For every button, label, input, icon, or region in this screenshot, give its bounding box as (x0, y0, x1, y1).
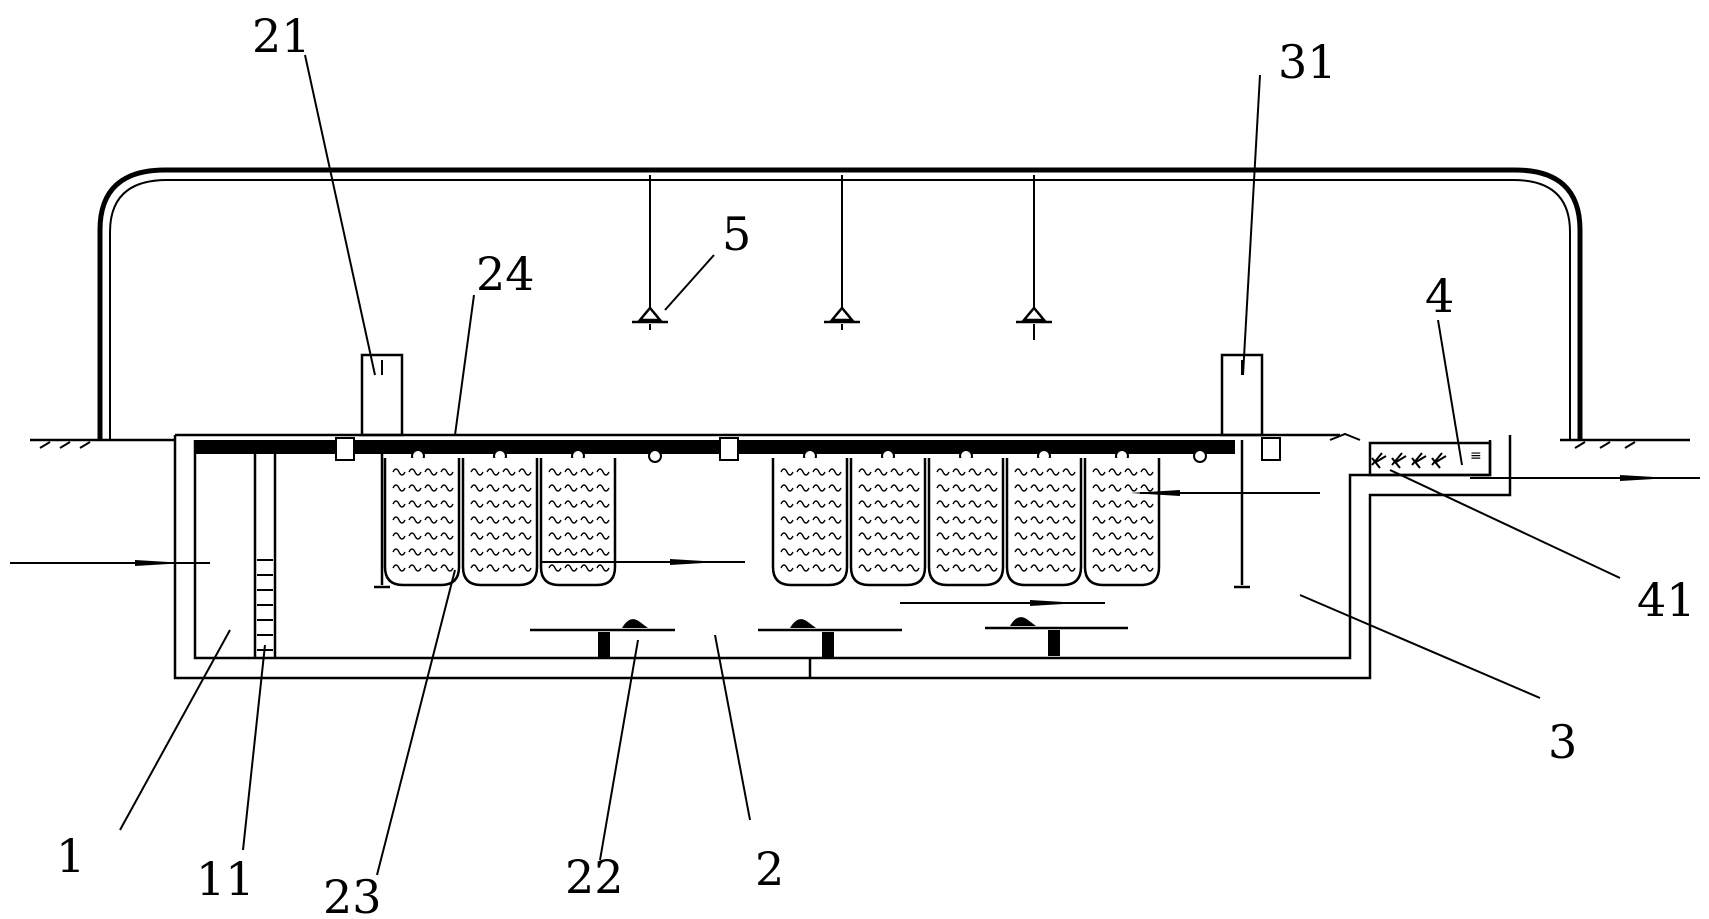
aerator (530, 619, 675, 658)
inlet-tower (360, 353, 404, 589)
label-4: 4 (1425, 269, 1454, 323)
sprinkler (632, 175, 668, 330)
leader-lines (119, 54, 1621, 876)
sprinkler (1016, 175, 1052, 340)
media-texture (1014, 468, 1076, 572)
aerators (530, 617, 1128, 658)
media-bags (383, 449, 1207, 587)
canopy-roof (97, 167, 1583, 440)
label-3: 3 (1548, 715, 1577, 769)
media-texture (936, 468, 998, 572)
screen-grating (257, 559, 273, 651)
media-texture (392, 468, 454, 572)
aerator (985, 617, 1128, 656)
label-5: 5 (722, 207, 751, 261)
cover-plate (195, 437, 1281, 461)
outlet-trough: ≡ (1368, 441, 1492, 477)
label-22: 22 (565, 850, 624, 904)
labels: 1 11 23 22 2 3 41 4 31 21 24 5 (56, 9, 1696, 919)
media-texture (1092, 468, 1154, 572)
label-23: 23 (323, 870, 382, 919)
flow-arrows (10, 432, 1700, 606)
outlet-tower (1220, 353, 1264, 589)
label-2: 2 (755, 842, 784, 896)
sprinkler (824, 175, 860, 330)
label-31: 31 (1278, 35, 1337, 89)
media-texture (780, 468, 842, 572)
label-11: 11 (196, 852, 255, 906)
label-24: 24 (476, 247, 535, 301)
aerator (758, 619, 902, 658)
media-texture (858, 468, 920, 572)
label-41: 41 (1637, 573, 1696, 627)
label-1: 1 (56, 829, 85, 883)
label-21: 21 (252, 9, 311, 63)
sprinklers (632, 175, 1052, 340)
svg-text:≡: ≡ (1470, 448, 1482, 464)
media-texture (548, 468, 610, 572)
hook-icon (1193, 449, 1207, 463)
hook-icon (648, 449, 662, 463)
media-texture (470, 468, 532, 572)
plant-icon (1371, 452, 1447, 469)
